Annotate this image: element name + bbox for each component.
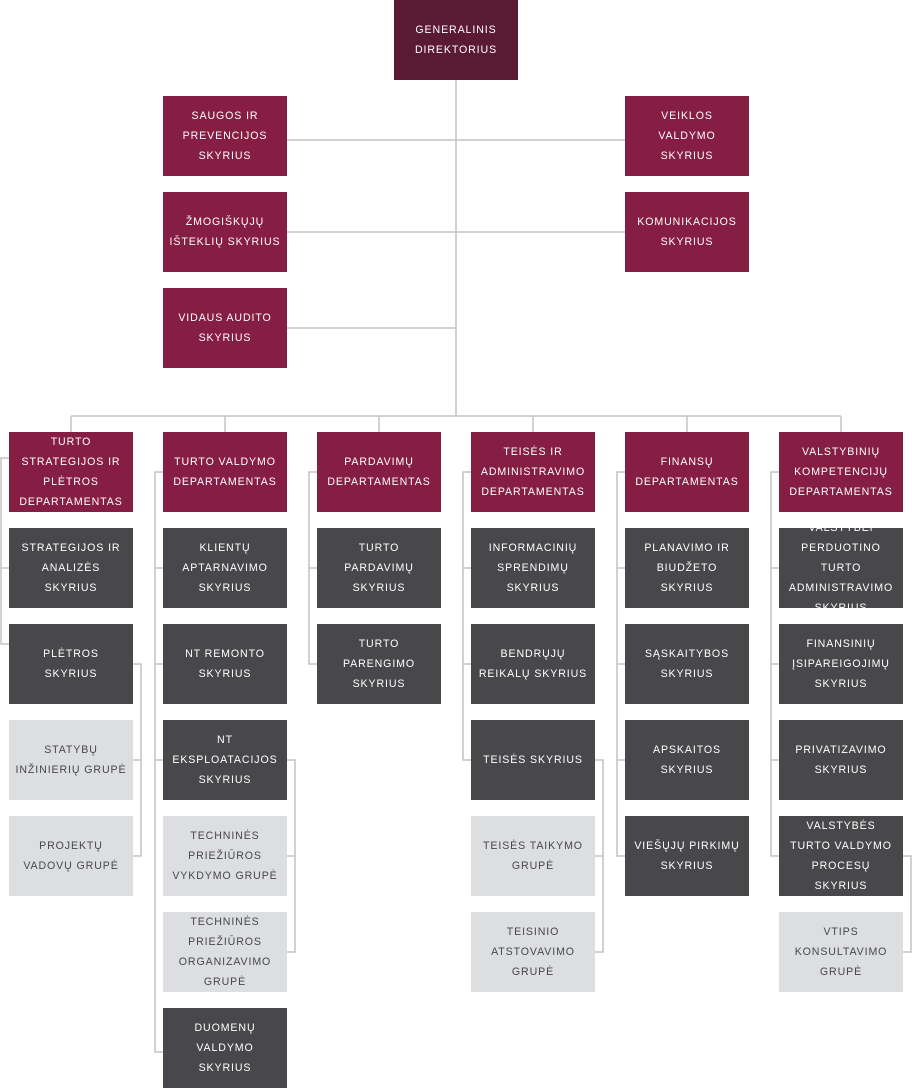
box-zmogiskuju-istekliu-skyrius: Žmogiškųjų išteklių skyrius — [163, 192, 287, 272]
box-label: Techninės priežiūros vykdymo grupė — [172, 830, 278, 882]
box-technines-prieziuros-organizavimo-grupe: Techninės priežiūros organizavimo grupė — [163, 912, 287, 992]
box-label: Viešųjų pirkimų skyrius — [634, 840, 740, 872]
box-duomenu-valdymo-skyrius: Duomenų valdymo skyrius — [163, 1008, 287, 1088]
box-turto-parengimo-skyrius: Turto parengimo skyrius — [317, 624, 441, 704]
box-teises-skyrius: Teisės skyrius — [471, 720, 595, 800]
box-label: Pardavimų departamentas — [327, 456, 431, 488]
box-label: Valstybinių kompetencijų departamentas — [789, 446, 893, 498]
box-valstybei-perduotino-turto-administravimo-skyrius: Valstybei perduotino turto administravim… — [779, 522, 903, 614]
box-label: Projektų vadovų grupė — [23, 840, 119, 872]
box-apskaitos-skyrius: Apskaitos skyrius — [625, 720, 749, 800]
box-label: Klientų aptarnavimo skyrius — [182, 542, 268, 594]
box-label: Finansinių įsipareigojimų skyrius — [792, 638, 890, 690]
box-department-5: Finansų departamentas — [625, 432, 749, 512]
box-bendruju-reikalu-skyrius: Bendrųjų reikalų skyrius — [471, 624, 595, 704]
box-valstybes-turto-valdymo-procesu-skyrius: Valstybės turto valdymo procesų skyrius — [779, 816, 903, 896]
box-label: Generalinis direktorius — [414, 24, 498, 56]
box-label: Plėtros skyrius — [43, 648, 99, 680]
box-department-6: Valstybinių kompetencijų departamentas — [779, 432, 903, 512]
box-label: Duomenų valdymo skyrius — [194, 1022, 256, 1074]
box-label: Turto strategijos ir plėtros departament… — [19, 436, 123, 508]
box-projektu-vadovu-grupe: Projektų vadovų grupė — [9, 816, 133, 896]
box-planavimo-ir-biudzeto-skyrius: Planavimo ir biudžeto skyrius — [625, 528, 749, 608]
box-viesuju-pirkimu-skyrius: Viešųjų pirkimų skyrius — [625, 816, 749, 896]
box-label: Veiklos valdymo skyrius — [658, 110, 716, 162]
box-label: NT remonto skyrius — [185, 648, 265, 680]
box-label: Turto pardavimų skyrius — [344, 542, 414, 594]
box-label: Bendrųjų reikalų skyrius — [478, 648, 588, 680]
box-veiklos-valdymo-skyrius: Veiklos valdymo skyrius — [625, 96, 749, 176]
box-pletros-skyrius: Plėtros skyrius — [9, 624, 133, 704]
box-label: Teisės taikymo grupė — [483, 840, 583, 872]
box-label: Planavimo ir biudžeto skyrius — [644, 542, 730, 594]
box-privatizavimo-skyrius: Privatizavimo skyrius — [779, 720, 903, 800]
box-department-4: Teisės ir administravimo departamentas — [471, 432, 595, 512]
box-nt-remonto-skyrius: NT remonto skyrius — [163, 624, 287, 704]
box-label: Finansų departamentas — [635, 456, 739, 488]
box-turto-pardavimu-skyrius: Turto pardavimų skyrius — [317, 528, 441, 608]
box-teises-taikymo-grupe: Teisės taikymo grupė — [471, 816, 595, 896]
box-label: Saugos ir prevencijos skyrius — [182, 110, 268, 162]
box-department-2: Turto valdymo departamentas — [163, 432, 287, 512]
box-vtips-konsultavimo-grupe: VTIPS konsultavimo grupė — [779, 912, 903, 992]
box-label: Privatizavimo skyrius — [795, 744, 887, 776]
box-label: Žmogiškųjų išteklių skyrius — [169, 216, 281, 248]
box-finansiniu-isipareigojimu-skyrius: Finansinių įsipareigojimų skyrius — [779, 624, 903, 704]
box-strategijos-ir-analizes-skyrius: Strategijos ir analizės skyrius — [9, 528, 133, 608]
box-label: Statybų inžinierių grupė — [15, 744, 127, 776]
box-label: Turto parengimo skyrius — [342, 638, 416, 690]
box-label: Informacinių sprendimų skyrius — [488, 542, 578, 594]
box-vidaus-audito-skyrius: Vidaus audito skyrius — [163, 288, 287, 368]
box-label: NT eksploatacijos skyrius — [172, 734, 278, 786]
box-label: Apskaitos skyrius — [653, 744, 721, 776]
box-label: Valstybės turto valdymo procesų skyrius — [790, 820, 892, 892]
box-generalinis-direktorius: Generalinis direktorius — [394, 0, 518, 80]
box-label: Vidaus audito skyrius — [178, 312, 272, 344]
box-label: Valstybei perduotino turto administravim… — [788, 522, 894, 614]
box-label: VTIPS konsultavimo grupė — [794, 926, 888, 978]
box-label: Teisinio atstovavimo grupė — [491, 926, 575, 978]
box-saugos-ir-prevencijos-skyrius: Saugos ir prevencijos skyrius — [163, 96, 287, 176]
box-label: Komunikacijos skyrius — [637, 216, 737, 248]
box-label: Sąskaitybos skyrius — [644, 648, 730, 680]
box-saskaitybos-skyrius: Sąskaitybos skyrius — [625, 624, 749, 704]
box-label: Teisės skyrius — [483, 754, 583, 766]
box-klientu-aptarnavimo-skyrius: Klientų aptarnavimo skyrius — [163, 528, 287, 608]
box-technines-prieziuros-vykdymo-grupe: Techninės priežiūros vykdymo grupė — [163, 816, 287, 896]
box-komunikacijos-skyrius: Komunikacijos skyrius — [625, 192, 749, 272]
box-department-1: Turto strategijos ir plėtros departament… — [9, 432, 133, 512]
box-label: Strategijos ir analizės skyrius — [21, 542, 121, 594]
box-label: Turto valdymo departamentas — [173, 456, 277, 488]
box-label: Teisės ir administravimo departamentas — [480, 446, 586, 498]
box-teisinio-atstovavimo-grupe: Teisinio atstovavimo grupė — [471, 912, 595, 992]
box-label: Techninės priežiūros organizavimo grupė — [178, 916, 272, 988]
box-nt-eksploatacijos-skyrius: NT eksploatacijos skyrius — [163, 720, 287, 800]
box-informaciniu-sprendimu-skyrius: Informacinių sprendimų skyrius — [471, 528, 595, 608]
box-department-3: Pardavimų departamentas — [317, 432, 441, 512]
box-statybu-inzinieriu-grupe: Statybų inžinierių grupė — [9, 720, 133, 800]
